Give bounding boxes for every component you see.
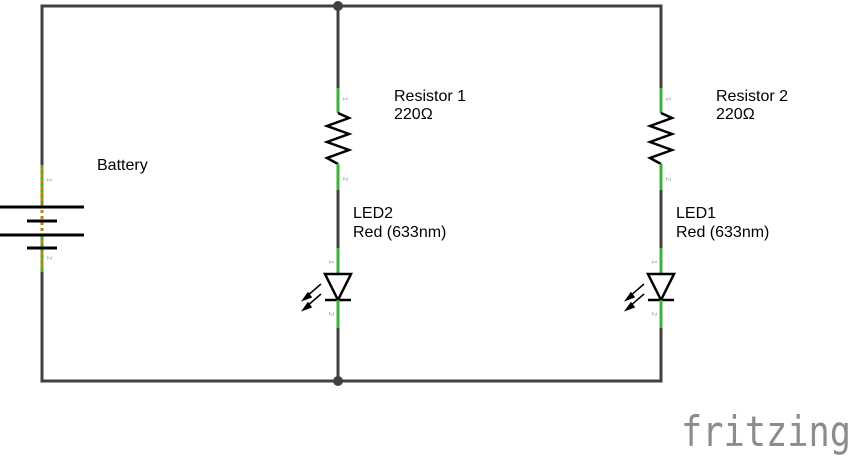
led-2-diode-triangle [322,272,354,303]
wires [40,4,663,383]
led-2-color: Red (633nm) [353,224,446,241]
led-2-pin-1: 1 [327,260,334,264]
resistor-1-value: 220Ω [394,106,433,123]
resistor-1: 1 2 Resistor 1 220Ω [323,88,466,190]
resistor-1-zigzag [323,111,353,166]
battery-pin-1: 1 [45,178,52,182]
resistor-2-value: 220Ω [716,106,755,123]
led-2: 1 2 LED2 Red (633nm) [300,205,446,328]
resistor-2-pin-2: 2 [664,177,671,181]
wire-left-top [40,4,663,167]
led-2-pin-2: 2 [327,312,334,316]
led-2-light-arrows-icon [300,283,322,312]
led-1-diode-triangle [645,272,677,303]
resistor-2-name: Resistor 2 [716,88,788,105]
battery-label: Battery [97,157,148,174]
led-2-name: LED2 [353,205,393,222]
battery: 1 2 Battery [0,157,148,272]
wire-left-bottom [40,270,663,383]
led-1-pin-2: 2 [650,312,657,316]
resistor-1-name: Resistor 1 [394,88,466,105]
resistor-2-pin-1: 1 [664,97,671,101]
resistor-2-zigzag [646,111,676,166]
resistor-1-pin-2: 2 [341,177,348,181]
led-1: 1 2 LED1 Red (633nm) [623,205,769,328]
junction-dot-top [333,1,343,11]
fritzing-logo: fritzing [681,407,851,456]
resistor-2: 1 2 Resistor 2 220Ω [646,88,788,190]
resistor-1-pin-1: 1 [341,97,348,101]
led-1-name: LED1 [676,205,716,222]
battery-pin-2: 2 [45,256,52,260]
led-1-light-arrows-icon [623,283,645,312]
led-1-pin-1: 1 [650,260,657,264]
junction-dot-bottom [333,376,343,386]
led-1-color: Red (633nm) [676,224,769,241]
